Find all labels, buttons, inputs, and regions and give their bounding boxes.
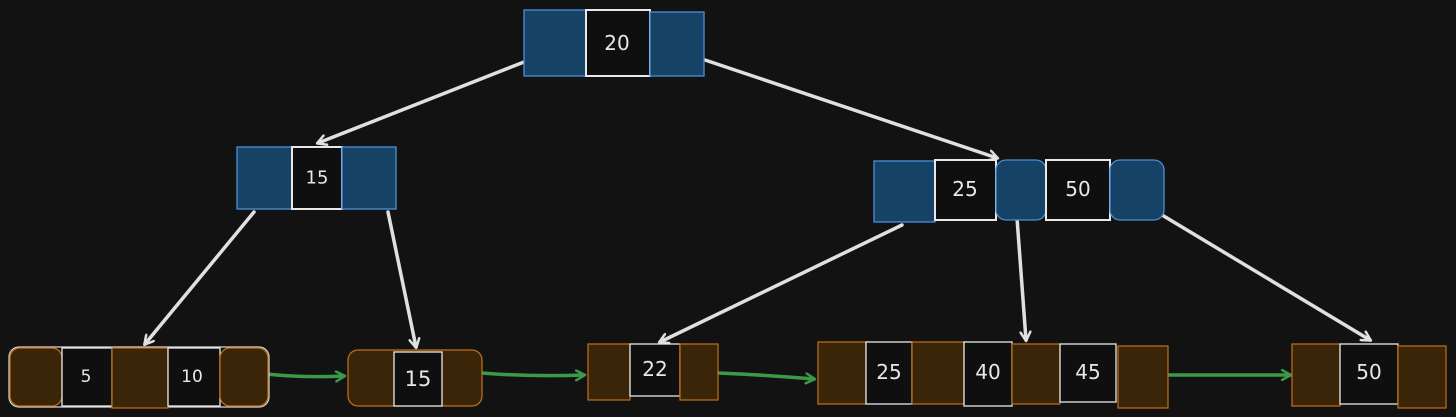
key-label: 15 (306, 168, 329, 189)
pointer-cell (219, 347, 269, 407)
key-cell (1059, 343, 1117, 403)
link-leaf1-leaf2 (264, 374, 344, 377)
key-label: 22 (642, 357, 667, 381)
pointer-cell (817, 341, 867, 405)
key-cell (167, 347, 221, 407)
key-cell (61, 347, 113, 407)
edge-right-leaf4 (1015, 216, 1026, 340)
pointer-cell (9, 347, 63, 407)
key-cell (393, 351, 443, 407)
key-cell (585, 9, 651, 77)
pointer-cell (1109, 159, 1165, 221)
key-cell (865, 341, 913, 405)
pointer-cell (341, 146, 397, 210)
pointer-cell (995, 159, 1047, 221)
pointer-cell (911, 341, 965, 405)
key-label: 5 (81, 367, 92, 387)
key-label: 40 (975, 360, 1000, 384)
key-label: 45 (1075, 360, 1100, 384)
key-cell (629, 343, 681, 397)
key-label: 50 (1065, 177, 1090, 201)
edge-left-leaf1 (145, 210, 256, 344)
link-leaf2-leaf3 (480, 373, 584, 376)
pointer-cell (1117, 345, 1169, 409)
key-cell (1339, 343, 1399, 405)
edge-right-leaf3 (660, 223, 904, 342)
key-cell (1045, 159, 1111, 221)
edge-root-right (703, 58, 997, 158)
key-label: 25 (952, 177, 977, 201)
edge-right-leaf5 (1155, 210, 1370, 340)
leaf-node-5: 50 (1291, 343, 1447, 409)
key-label: 10 (181, 367, 203, 387)
pointer-cell (1291, 343, 1341, 407)
key-label: 15 (405, 367, 432, 391)
tree-edges (145, 58, 1370, 347)
link-leaf3-leaf4 (716, 371, 814, 379)
key-cell (963, 341, 1013, 407)
edge-left-leaf2 (386, 210, 416, 347)
key-label: 50 (1356, 360, 1381, 384)
key-label: 25 (876, 360, 901, 384)
pointer-cell (523, 9, 589, 77)
pointer-cell (873, 160, 936, 223)
pointer-cell (1011, 343, 1061, 405)
leaf-node-1: 5 10 (8, 346, 270, 409)
pointer-cell (236, 146, 293, 210)
key-cell (291, 146, 343, 210)
leaf-node-4: 25 40 45 (817, 341, 1169, 409)
internal-node-right: 25 50 (873, 159, 1165, 223)
key-label: 20 (604, 31, 629, 55)
leaf-node-2: 15 (347, 349, 483, 407)
pointer-cell (587, 343, 631, 401)
edge-root-left (318, 60, 526, 143)
leaf-node-3: 22 (587, 343, 719, 401)
pointer-cell (111, 347, 169, 409)
leaf-links (264, 371, 1290, 379)
pointer-cell (1397, 345, 1447, 409)
internal-node-root: 20 (523, 9, 705, 77)
pointer-cell (649, 11, 705, 77)
pointer-cell (679, 343, 719, 401)
internal-node-left: 15 (236, 146, 397, 210)
